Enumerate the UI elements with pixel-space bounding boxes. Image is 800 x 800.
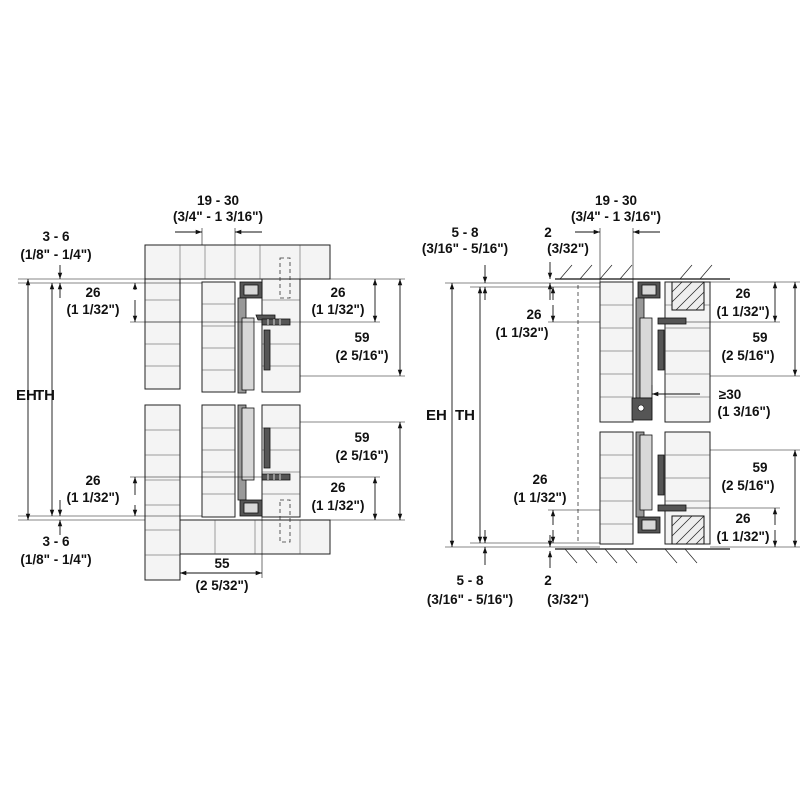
right-top-small-label: 2 [544, 225, 552, 240]
left-screw-top [261, 318, 291, 326]
left-view: 19 - 30 (3/4" - 1 3/16") 3 - 6 (1/8" - 1… [16, 193, 405, 593]
right-top-mounting-block [671, 281, 705, 311]
left-eh-label: EH [16, 387, 37, 404]
right-upper-right-offset-label-in: (1 1/32") [717, 304, 770, 319]
right-bottom-small-label-in: (3/32") [547, 592, 589, 607]
left-upper-right-height-label-in: (2 5/16") [336, 348, 389, 363]
right-lower-right-height-label: 59 [752, 460, 767, 475]
right-top-gap-label-in: (3/16" - 5/16") [422, 241, 508, 256]
right-lower-left-offset-label-in: (1 1/32") [514, 490, 567, 505]
left-upper-right-offset-label-in: (1 1/32") [312, 302, 365, 317]
left-top-gap-label-in: (1/8" - 1/4") [20, 247, 91, 262]
left-hinge-top [237, 281, 291, 394]
right-lower-right-offset-label-in: (1 1/32") [717, 529, 770, 544]
left-upper-right-height-label: 59 [354, 330, 369, 345]
left-side-panel-lower [144, 404, 181, 581]
right-top-gap-label: 5 - 8 [451, 225, 479, 240]
left-lower-right-offset-label: 26 [330, 480, 346, 495]
left-top-dowel-outline [279, 257, 291, 299]
right-clearance-label: ≥30 [719, 387, 741, 402]
left-upper-right-offset-label: 26 [330, 285, 346, 300]
right-top-small-label-in: (3/32") [547, 241, 589, 256]
left-bottom-gap-label-in: (1/8" - 1/4") [20, 552, 91, 567]
left-upper-left-offset-label: 26 [85, 285, 101, 300]
left-top-frame [144, 244, 331, 280]
left-bottom-frame [179, 519, 331, 555]
right-upper-right-height-label-in: (2 5/16") [722, 348, 775, 363]
left-top-gap-label: 3 - 6 [42, 229, 70, 244]
right-view: 19 - 30 (3/4" - 1 3/16") 5 - 8 (3/16" - … [422, 193, 800, 607]
right-hinge-top [631, 281, 687, 421]
right-top-width-label: 19 - 30 [595, 193, 637, 208]
right-bottom-gap-label: 5 - 8 [456, 573, 484, 588]
left-bottom-width-label: 55 [214, 556, 230, 571]
right-door-panel-upper [599, 281, 634, 423]
left-bottom-dowel-outline [279, 499, 291, 543]
left-upper-left-offset-label-in: (1 1/32") [67, 302, 120, 317]
left-side-panel-upper [144, 278, 181, 390]
left-lower-left-offset-label: 26 [85, 473, 101, 488]
right-upper-right-height-label: 59 [752, 330, 767, 345]
left-door-lower [201, 404, 236, 518]
right-clearance-label-in: (1 3/16") [718, 404, 771, 419]
right-upper-right-offset-label: 26 [735, 286, 751, 301]
right-eh-label: EH [426, 407, 447, 424]
left-lower-right-height-label: 59 [354, 430, 369, 445]
right-bottom-gap-label-in: (3/16" - 5/16") [427, 592, 513, 607]
right-bottom-floor [555, 548, 730, 564]
right-upper-left-offset-label: 26 [526, 307, 542, 322]
right-lower-left-offset-label: 26 [532, 472, 548, 487]
left-bottom-width-label-in: (2 5/32") [196, 578, 249, 593]
right-lower-right-offset-label: 26 [735, 511, 751, 526]
left-hinge-bottom [237, 404, 291, 517]
right-lower-right-height-label-in: (2 5/16") [722, 478, 775, 493]
right-hinge-bottom [635, 431, 687, 534]
left-top-width-label-in: (3/4" - 1 3/16") [173, 209, 263, 224]
left-door-upper [201, 281, 236, 393]
right-bottom-small-label: 2 [544, 573, 552, 588]
right-top-ceiling [555, 264, 730, 280]
left-lower-right-offset-label-in: (1 1/32") [312, 498, 365, 513]
right-top-width-label-in: (3/4" - 1 3/16") [571, 209, 661, 224]
left-th-label: TH [35, 387, 55, 404]
left-lower-left-offset-label-in: (1 1/32") [67, 490, 120, 505]
right-upper-left-offset-label-in: (1 1/32") [496, 325, 549, 340]
left-top-width-label: 19 - 30 [197, 193, 239, 208]
right-th-label: TH [455, 407, 475, 424]
right-bottom-mounting-block [671, 515, 705, 545]
left-screw-bottom [261, 473, 291, 481]
left-lower-right-height-label-in: (2 5/16") [336, 448, 389, 463]
right-door-panel-lower [599, 431, 634, 545]
left-bottom-gap-label: 3 - 6 [42, 534, 70, 549]
